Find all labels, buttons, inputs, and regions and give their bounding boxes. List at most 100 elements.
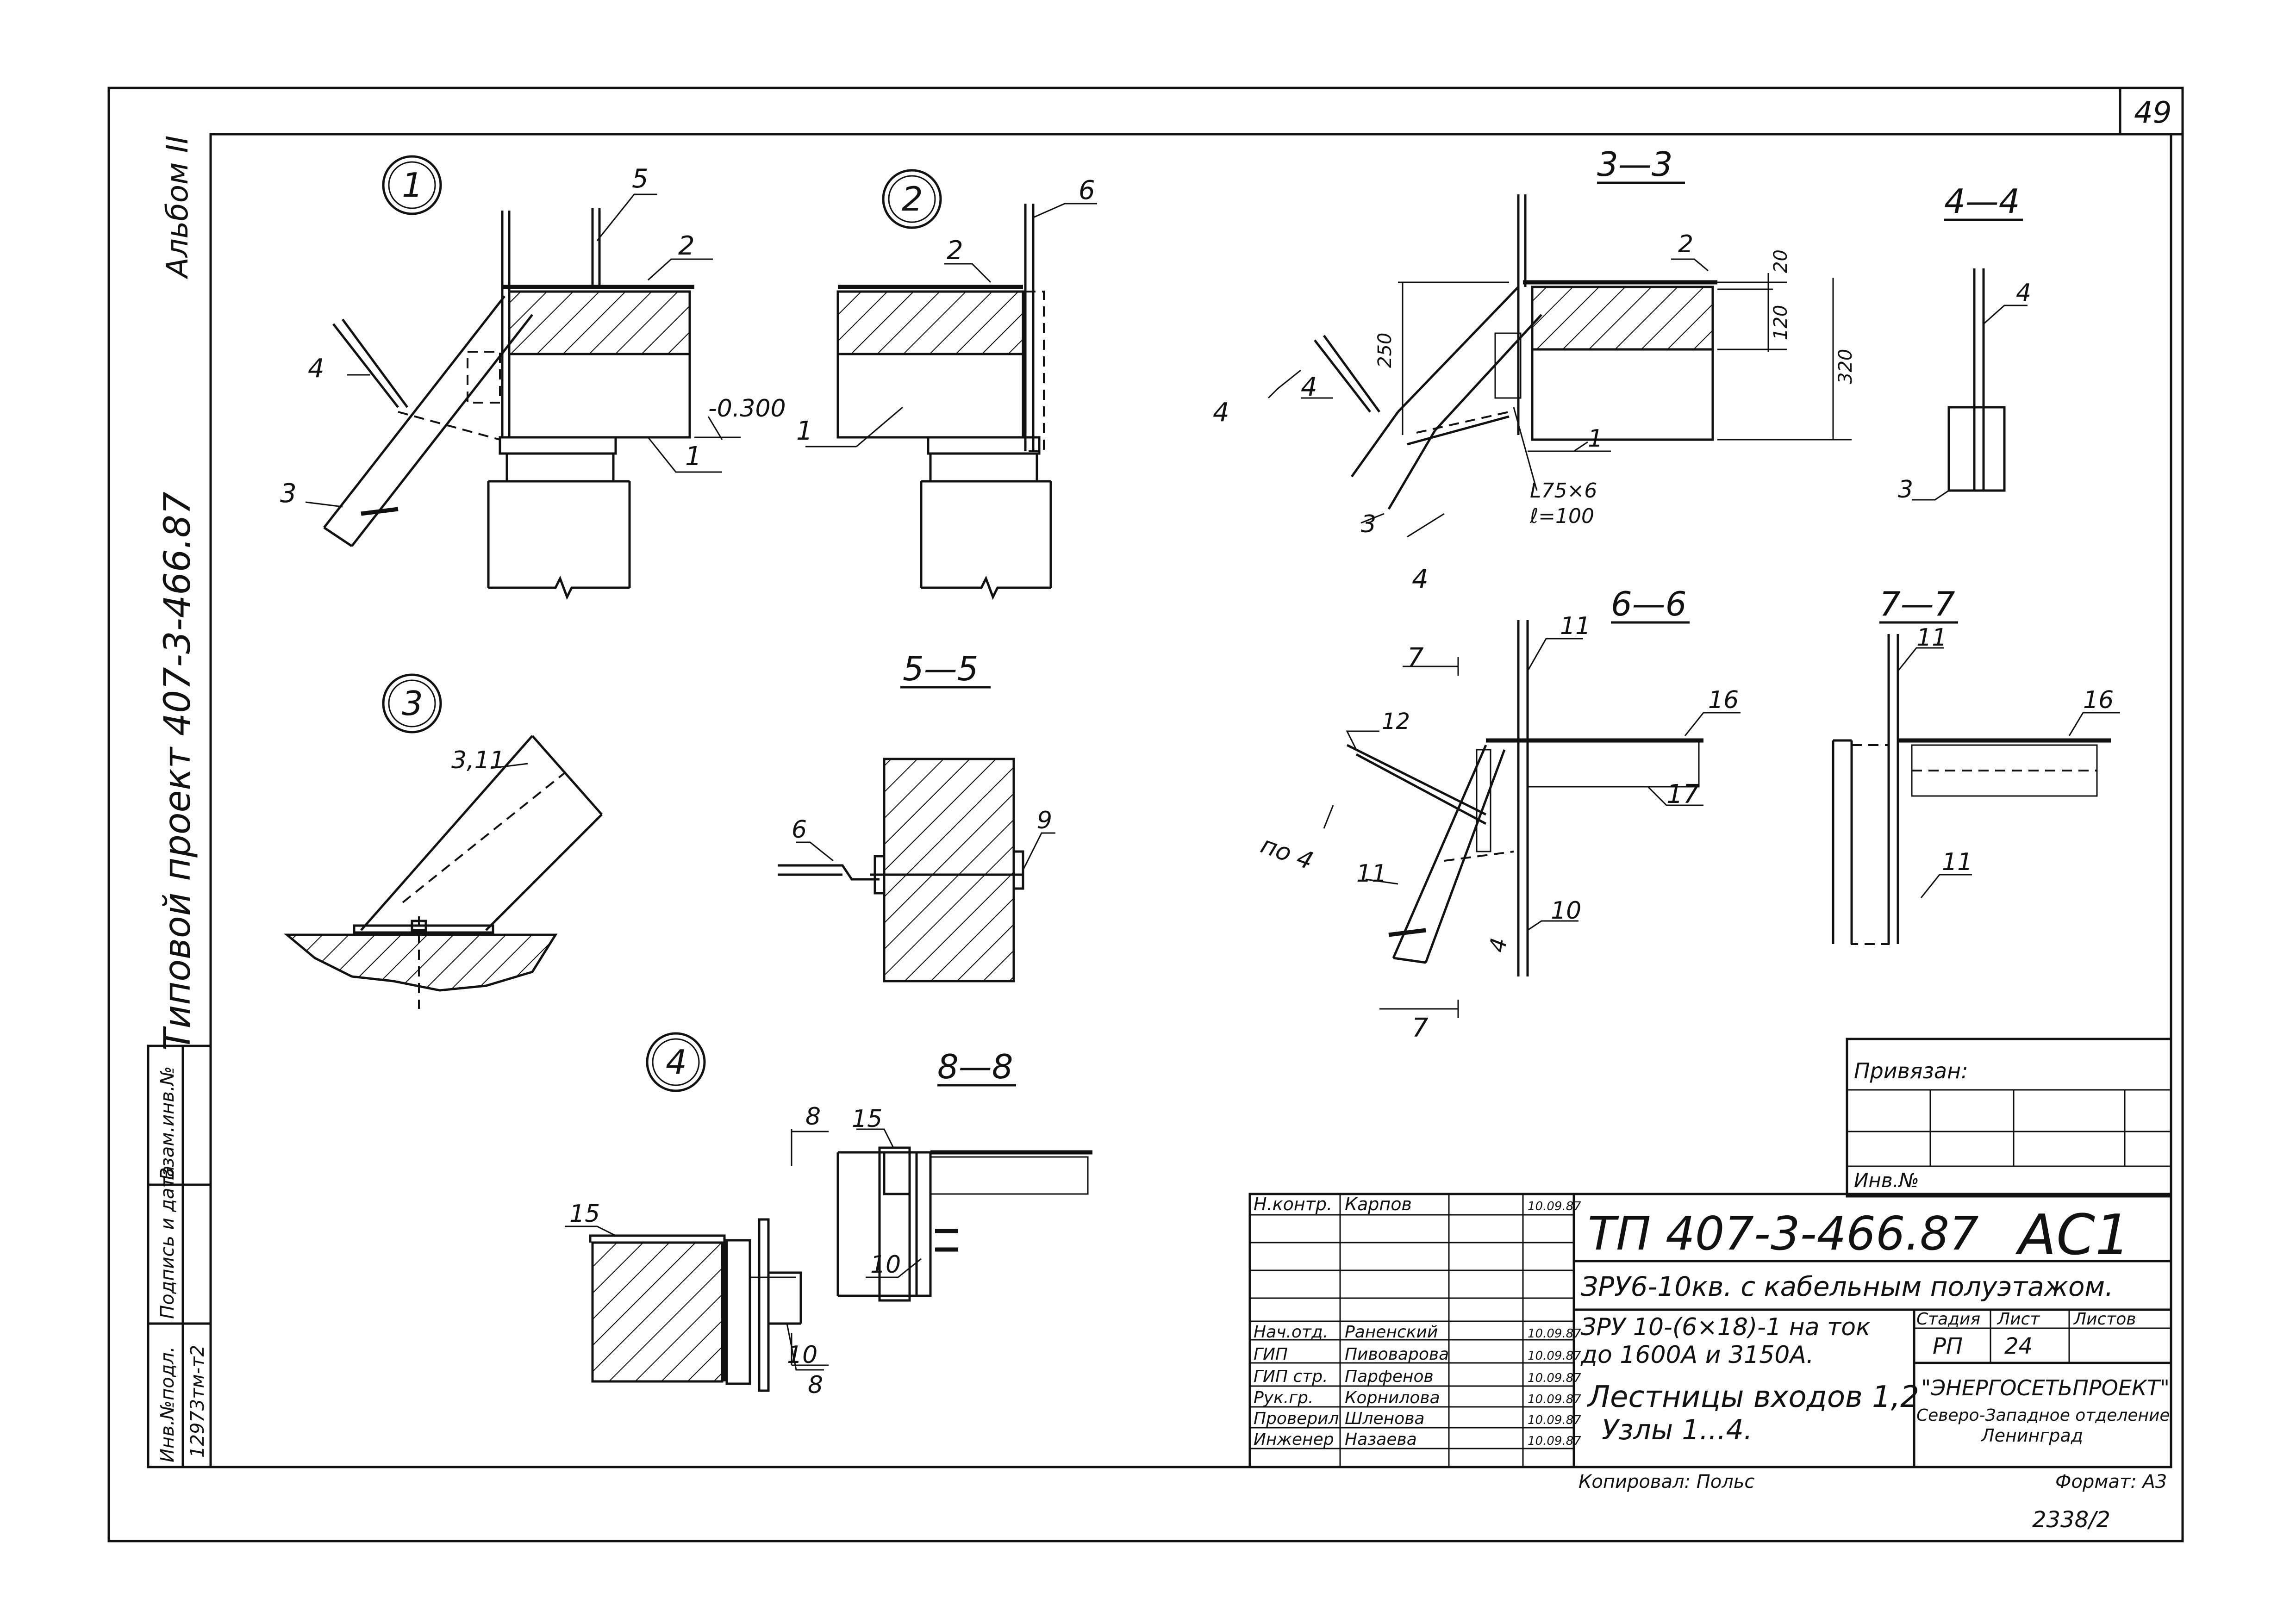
tb-date: 10.09.87 <box>1528 1371 1581 1385</box>
inv-value: 12973тм-т2 <box>187 1345 208 1458</box>
tb-stage-h: Стадия <box>1916 1310 1980 1329</box>
tb-row-8: Проверил Шленова 10.09.87 <box>1254 1409 1581 1428</box>
d2-label-6: 6 <box>1079 175 1095 205</box>
inv-replace-label: Взам.инв.№ <box>157 1066 178 1180</box>
s33-dim-20: 20 <box>1770 249 1791 273</box>
s66-label-11a: 11 <box>1560 612 1591 640</box>
tb-role: Нач.отд. <box>1254 1323 1328 1342</box>
d1-label-3: 3 <box>280 479 297 509</box>
section-6-6: 6—6 7 11 16 12 по 4 17 11 10 4 7 <box>1257 585 1741 1043</box>
d2-label-1: 1 <box>796 416 813 446</box>
sign-date-label: Подпись и дата <box>157 1166 178 1319</box>
tb-role: Инженер <box>1254 1430 1334 1449</box>
tb-sheets-h: Листов <box>2073 1310 2136 1329</box>
side-labels: Альбом II Типовой проект 407-3-466.87 Вз… <box>147 136 212 1468</box>
d3-label-311: 3,11 <box>451 746 505 774</box>
s88-cut-8b: 8 <box>808 1371 823 1399</box>
detail-2-mark: 2 <box>902 180 923 218</box>
tb-sheet-title2: Узлы 1...4. <box>1602 1414 1753 1446</box>
tb-date: 10.09.87 <box>1528 1434 1581 1448</box>
section-8-8: 8—8 8 8 15 10 <box>791 1047 1092 1399</box>
inv-orig-label: Инв.№подл. <box>157 1346 178 1462</box>
section-7-7: 7—7 11 16 11 <box>1832 585 2120 945</box>
d1-elevation: -0.300 <box>708 395 786 423</box>
tb-role: ГИП стр. <box>1254 1367 1328 1386</box>
tb-object: ЗРУ6-10кв. с кабельным полуэтажом. <box>1581 1271 2114 1302</box>
s55-label-9: 9 <box>1037 807 1052 834</box>
detail-4: 4 15 10 <box>565 1032 824 1392</box>
s66-label-17: 17 <box>1666 779 1700 809</box>
tb-role: Рук.гр. <box>1254 1388 1313 1407</box>
archive-number: 2338/2 <box>2032 1507 2110 1533</box>
project-label: Типовой проект 407-3-466.87 <box>157 491 199 1051</box>
tb-name: Корнилова <box>1345 1388 1440 1407</box>
s77-label-16: 16 <box>2083 686 2114 714</box>
s33-label-2: 2 <box>1678 230 1693 258</box>
d2-label-2: 2 <box>947 236 963 266</box>
detail-3-mark: 3 <box>402 684 423 723</box>
s33-dim-120: 120 <box>1770 305 1791 340</box>
section-5-5: 5—5 6 9 <box>778 649 1055 983</box>
s88-label-15: 15 <box>852 1105 882 1133</box>
detail-3: 3 3,11 <box>284 673 603 1009</box>
tb-copied: Копировал: Польс <box>1578 1471 1754 1492</box>
tb-row-5: ГИП Пивоварова 10.09.87 <box>1254 1345 1581 1364</box>
tb-name: Парфенов <box>1345 1367 1434 1386</box>
title-block: Привязан: Инв.№ Н.контр. Карпов 10.09.87 <box>1248 1038 2172 1492</box>
s66-label-16: 16 <box>1708 686 1739 714</box>
tb-date: 10.09.87 <box>1528 1393 1581 1406</box>
tb-row-0: Н.контр. Карпов 10.09.87 <box>1254 1194 1581 1214</box>
section-5-5-title: 5—5 <box>903 649 979 688</box>
tb-org1: "ЭНЕРГОСЕТЬПРОЕКТ" <box>1921 1375 2170 1400</box>
tb-privyazan: Привязан: <box>1854 1058 1968 1083</box>
s66-label-12: 12 <box>1382 709 1410 734</box>
section-3-3-title: 3—3 <box>1597 145 1673 184</box>
tb-date: 10.09.87 <box>1528 1413 1581 1427</box>
detail-4-mark: 4 <box>666 1043 687 1082</box>
d1-label-1: 1 <box>685 442 702 472</box>
s33-cut-4a: 4 <box>1213 398 1229 428</box>
s33-length: ℓ=100 <box>1529 504 1594 528</box>
s33-dim-250: 250 <box>1374 333 1396 368</box>
section-3-3: 3—3 20 120 320 250 2 4 4 4 1 3 L75×6 ℓ=1… <box>1213 145 1856 594</box>
tb-inv-no: Инв.№ <box>1854 1169 1919 1192</box>
tb-format: Формат: А3 <box>2055 1471 2167 1492</box>
s33-dim-320: 320 <box>1835 349 1856 384</box>
sheet-number: 49 <box>2134 96 2171 130</box>
tb-date: 10.09.87 <box>1528 1327 1581 1341</box>
tb-name: Назаева <box>1345 1430 1417 1449</box>
album-label: Альбом II <box>161 136 195 280</box>
tb-role: Н.контр. <box>1254 1194 1332 1214</box>
s77-label-11a: 11 <box>1916 624 1947 652</box>
s66-label-4: 4 <box>1485 936 1512 954</box>
section-8-8-title: 8—8 <box>937 1047 1013 1086</box>
s33-label-1: 1 <box>1588 425 1603 453</box>
tb-mark: АС1 <box>2015 1203 2130 1268</box>
tb-desc2: до 1600А и 3150А. <box>1580 1341 1814 1369</box>
tb-name: Шленова <box>1345 1409 1425 1428</box>
s33-angle: L75×6 <box>1530 479 1597 503</box>
tb-stage: РП <box>1933 1333 1963 1359</box>
tb-org3: Ленинград <box>1980 1425 2083 1446</box>
tb-date: 10.09.87 <box>1528 1200 1581 1213</box>
tb-sheet: 24 <box>2004 1333 2033 1359</box>
tb-role: Проверил <box>1254 1409 1339 1428</box>
tb-row-6: ГИП стр. Парфенов 10.09.87 <box>1254 1367 1581 1386</box>
tb-row-9: Инженер Назаева 10.09.87 <box>1254 1430 1581 1449</box>
s33-label-3: 3 <box>1361 510 1376 538</box>
s44-label-4: 4 <box>2016 279 2031 307</box>
d1-label-5: 5 <box>632 164 649 194</box>
d1-label-4: 4 <box>308 354 324 384</box>
s66-cut-po4: по 4 <box>1257 831 1317 876</box>
tb-org2: Северо-Западное отделение <box>1916 1406 2170 1425</box>
s33-label-4: 4 <box>1301 372 1317 402</box>
s66-cut-7a: 7 <box>1407 643 1424 673</box>
s88-cut-8a: 8 <box>805 1103 821 1131</box>
section-6-6-title: 6—6 <box>1611 585 1687 623</box>
detail-1: 1 5 2 4 -0.300 1 3 <box>280 155 786 600</box>
section-4-4-title: 4—4 <box>1944 182 2020 221</box>
detail-1-mark: 1 <box>402 166 423 205</box>
tb-sheet-h: Лист <box>1997 1310 2040 1329</box>
tb-code: ТП 407-3-466.87 <box>1588 1206 1979 1261</box>
tb-row-4: Нач.отд. Раненский 10.09.87 <box>1254 1323 1581 1342</box>
